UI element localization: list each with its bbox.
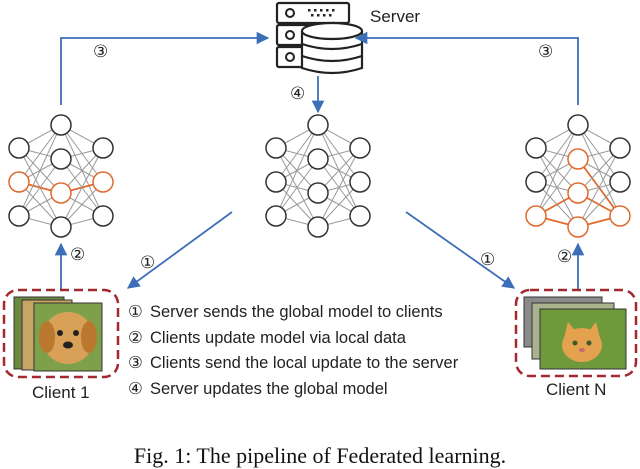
highlighted-neuron xyxy=(567,216,589,238)
network-connection xyxy=(535,158,579,217)
network-connection xyxy=(275,158,319,217)
highlighted-neuron xyxy=(567,182,589,204)
neuron xyxy=(8,137,30,159)
cat-photo xyxy=(562,328,602,362)
upload-arrow-right xyxy=(354,31,579,105)
figure-caption: Fig. 1: The pipeline of Federated learni… xyxy=(133,443,507,468)
neuron xyxy=(265,205,287,227)
diagram-canvas xyxy=(2,1,638,379)
legend-number: ③ xyxy=(128,354,143,372)
global-model xyxy=(265,114,371,238)
legend-number: ② xyxy=(128,328,143,347)
network-connection xyxy=(18,158,62,217)
legend-text: Server updates the global model xyxy=(150,379,388,398)
network-connection xyxy=(535,124,579,183)
network-connection xyxy=(18,124,62,183)
client-n-data xyxy=(514,288,638,378)
neuron xyxy=(50,148,72,170)
neuron xyxy=(8,205,30,227)
neuron xyxy=(609,171,631,193)
send-arrow-right xyxy=(405,211,516,289)
neuron xyxy=(50,216,72,238)
neuron xyxy=(349,137,371,159)
step-marker-send-right: ① xyxy=(480,250,496,270)
step-marker-upload-right: ③ xyxy=(538,42,554,62)
legend-item: ② Clients update model via local data xyxy=(128,326,458,352)
neuron xyxy=(307,216,329,238)
network-connection xyxy=(18,124,62,217)
highlighted-neuron xyxy=(8,171,30,193)
neuron xyxy=(50,114,72,136)
neuron xyxy=(307,114,329,136)
highlighted-neuron xyxy=(525,205,547,227)
server-icon xyxy=(275,1,364,75)
legend-item: ① Server sends the global model to client… xyxy=(128,300,458,326)
network-connection xyxy=(317,147,361,228)
step-marker-local-left: ② xyxy=(70,245,86,265)
send-arrow-left xyxy=(126,211,233,289)
client-1-label: Client 1 xyxy=(32,383,90,402)
legend-item: ④ Server updates the global model xyxy=(128,377,458,403)
neuron xyxy=(349,171,371,193)
network-connection xyxy=(535,124,579,217)
legend-number: ④ xyxy=(128,379,143,398)
legend-text: Server sends the global model to clients xyxy=(150,303,443,321)
neuron xyxy=(525,171,547,193)
neuron xyxy=(307,148,329,170)
network-connection xyxy=(275,124,319,217)
client-1-local-model xyxy=(8,114,114,238)
step-marker-server-update: ④ xyxy=(290,84,306,104)
neuron xyxy=(349,205,371,227)
server-label: Server xyxy=(370,7,421,26)
network-connection xyxy=(577,147,621,228)
step-marker-upload-left: ③ xyxy=(93,42,109,62)
client-n-label: Client N xyxy=(546,380,607,399)
neuron xyxy=(567,114,589,136)
highlighted-neuron xyxy=(92,171,114,193)
highlighted-neuron xyxy=(50,182,72,204)
legend-item: ③ Clients send the local update to the se… xyxy=(128,351,458,377)
neuron xyxy=(307,182,329,204)
neuron xyxy=(92,205,114,227)
neuron xyxy=(92,137,114,159)
neuron xyxy=(265,171,287,193)
legend-text: Clients send the local update to the ser… xyxy=(150,354,459,372)
dog-photo xyxy=(42,312,94,364)
highlighted-neuron xyxy=(567,148,589,170)
network-connection xyxy=(275,124,319,183)
neuron xyxy=(609,137,631,159)
legend: ① Server sends the global model to client… xyxy=(128,300,458,402)
upload-arrow-left xyxy=(60,31,270,105)
client-n-local-model xyxy=(525,114,631,238)
step-marker-local-right: ② xyxy=(557,247,573,267)
neuron xyxy=(525,137,547,159)
step-marker-send-left: ① xyxy=(140,253,156,273)
network-connection xyxy=(60,147,104,228)
legend-text: Clients update model via local data xyxy=(150,328,406,347)
client-1-data xyxy=(2,288,120,379)
legend-number: ① xyxy=(128,303,143,321)
flow-arrows xyxy=(54,31,585,290)
highlighted-neuron xyxy=(609,205,631,227)
neuron xyxy=(265,137,287,159)
